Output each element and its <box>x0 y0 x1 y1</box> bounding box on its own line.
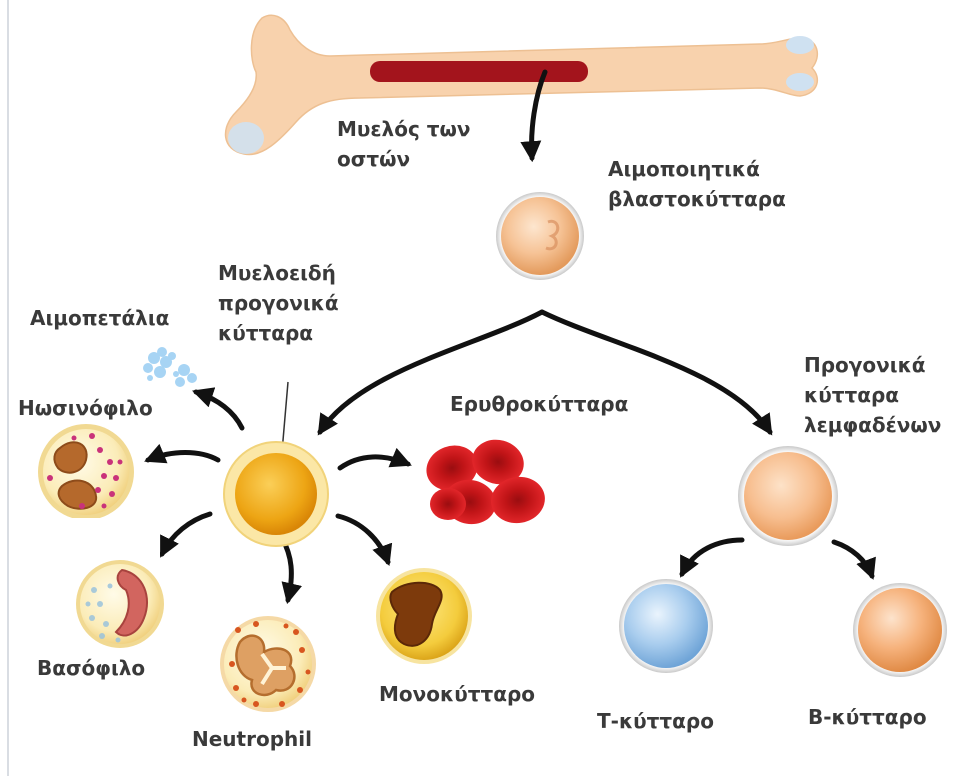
label-myeloid-progenitor: Μυελοειδή προγονικά κύτταρα <box>218 258 339 348</box>
label-monocyte: Μονοκύτταρο <box>379 679 535 709</box>
label-t-cell: Τ-κύτταρο <box>597 706 714 736</box>
arrow-to-erythrocytes <box>340 457 408 468</box>
bone <box>226 15 818 154</box>
erythrocytes-icon <box>420 434 549 528</box>
label-neutrophil: Neutrophil <box>192 724 312 754</box>
arrow-to-monocyte <box>338 516 388 562</box>
label-basophil: Βασόφιλο <box>37 653 145 683</box>
label-b-cell: Β-κύτταρο <box>808 702 927 732</box>
monocyte-cell <box>376 568 472 664</box>
label-eosinophil: Ηωσινόφιλο <box>18 393 153 423</box>
label-erythrocytes: Ερυθροκύτταρα <box>450 389 628 419</box>
basophil-cell <box>76 560 164 648</box>
arrow-to-neutrophil <box>282 538 291 600</box>
myeloid-progenitor-cell <box>224 442 328 546</box>
eosinophil-cell <box>20 424 160 558</box>
arrow-to-t-cell <box>682 540 742 574</box>
t-cell <box>619 579 713 673</box>
arrow-to-basophil <box>162 514 210 554</box>
arrow-to-b-cell <box>834 542 872 576</box>
b-cell <box>853 583 947 677</box>
lymphoid-progenitor-cell <box>738 446 838 546</box>
label-bone-marrow: Μυελός των οστών <box>337 114 471 174</box>
bone-marrow-region <box>370 61 588 82</box>
label-hematopoietic-stem-cells: Αιμοποιητικά βλαστοκύτταρα <box>608 154 786 214</box>
arrow-to-eosinophil <box>148 453 218 461</box>
label-lymphoid-progenitor: Προγονικά κύτταρα λεμφαδένων <box>804 350 941 440</box>
platelets-icon <box>143 347 197 387</box>
neutrophil-cell <box>220 616 316 712</box>
hematopoietic-stem-cell <box>496 192 584 280</box>
arrow-to-platelets <box>196 392 242 428</box>
label-platelets: Αιμοπετάλια <box>30 303 169 333</box>
